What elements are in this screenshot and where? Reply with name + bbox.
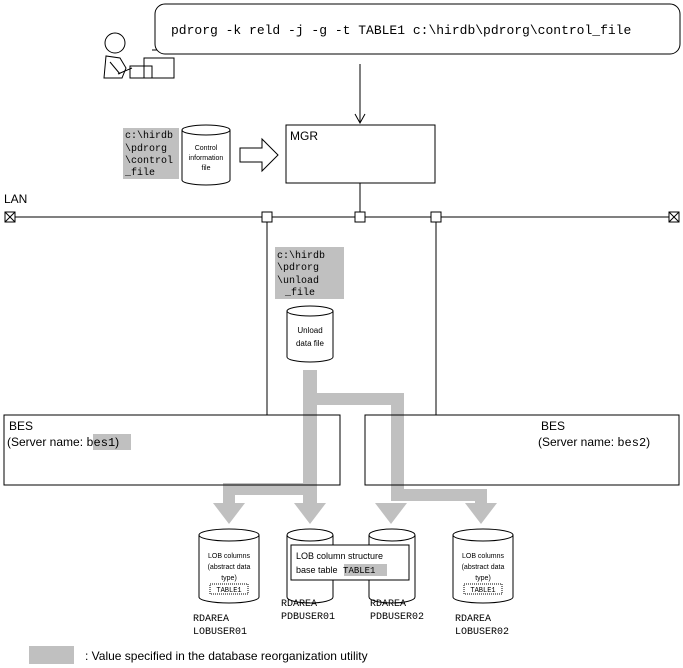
- mgr-box: [285, 124, 436, 184]
- lob2-label: LOB columns: [462, 553, 505, 560]
- base-table-line2: base table TABLE1: [296, 565, 375, 576]
- lan-terminator-right: [668, 211, 680, 223]
- svg-text:\pdrorg: \pdrorg: [277, 262, 319, 274]
- svg-text:\control: \control: [125, 155, 173, 167]
- legend-swatch: [29, 646, 74, 664]
- control-file-label: file: [202, 165, 211, 172]
- lob1-label: LOB columns: [208, 553, 251, 560]
- bes1-name-highlight: [93, 434, 131, 450]
- read-arrow: [239, 137, 279, 173]
- unload-file-cylinder: [286, 305, 334, 363]
- lob1-label: (abstract data: [208, 564, 251, 571]
- base-table-name-highlight: [344, 564, 387, 576]
- rdarea-name: PDBUSER01: [281, 612, 335, 623]
- rdarea-name: LOBUSER02: [455, 627, 509, 638]
- unload-file-label: data file: [296, 339, 325, 348]
- lob1-label: type): [221, 575, 237, 582]
- lob2-table-box: [463, 583, 503, 595]
- unload-path-highlight: [275, 247, 344, 299]
- lob1-table-box: [209, 583, 249, 595]
- rdarea-label: RDAREA: [281, 599, 317, 610]
- control-file-label: information: [189, 155, 224, 162]
- svg-text:_file: _file: [284, 287, 315, 299]
- data-flow-arrows: [213, 370, 497, 524]
- svg-text:_file: _file: [124, 167, 155, 179]
- base-table-line1: LOB column structure: [296, 551, 383, 561]
- bes1-server-name: (Server name: bes1): [7, 435, 119, 450]
- lob2-label: type): [475, 575, 491, 582]
- lob1-table-name: TABLE1: [216, 587, 241, 595]
- mgr-label: MGR: [290, 129, 318, 143]
- rdarea-label: RDAREA: [370, 599, 406, 610]
- command-text: pdrorg -k reld -j -g -t TABLE1 c:\hirdb\…: [171, 23, 631, 38]
- bes2-title: BES: [541, 419, 565, 433]
- lan-terminator-left: [4, 211, 16, 223]
- legend-text: : Value specified in the database reorga…: [85, 649, 368, 663]
- lan-node-bes2: [430, 211, 442, 223]
- unload-file-label: Unload: [297, 326, 322, 335]
- control-file-cylinder: [181, 124, 231, 186]
- lob2-table-name: TABLE1: [470, 587, 495, 595]
- bes2-server-name: (Server name: bes2): [538, 435, 650, 450]
- svg-text:c:\hirdb: c:\hirdb: [125, 130, 173, 142]
- control-path-text: c:\hirdb \pdrorg \control _file: [124, 130, 173, 179]
- control-file-label: Control: [195, 145, 218, 152]
- rdarea-label: RDAREA: [193, 614, 229, 625]
- rdarea-name: PDBUSER02: [370, 612, 424, 623]
- svg-text:c:\hirdb: c:\hirdb: [277, 250, 325, 262]
- unload-path-text: c:\hirdb \pdrorg \unload _file: [277, 250, 325, 299]
- svg-text:\pdrorg: \pdrorg: [125, 143, 167, 155]
- lan-label: LAN: [4, 192, 27, 206]
- command-box: [154, 3, 681, 55]
- control-path-highlight: [123, 128, 179, 179]
- rdarea-label: RDAREA: [455, 614, 491, 625]
- lob2-label: (abstract data: [462, 564, 505, 571]
- bes1-box: [3, 414, 341, 486]
- lan-node-bes1: [261, 211, 273, 223]
- bes1-title: BES: [9, 419, 33, 433]
- svg-text:\unload: \unload: [277, 275, 319, 287]
- rdarea-name: LOBUSER01: [193, 627, 247, 638]
- lan-node-mgr: [354, 211, 366, 223]
- user-terminal-icon: [103, 32, 175, 79]
- bes2-box: [364, 414, 680, 486]
